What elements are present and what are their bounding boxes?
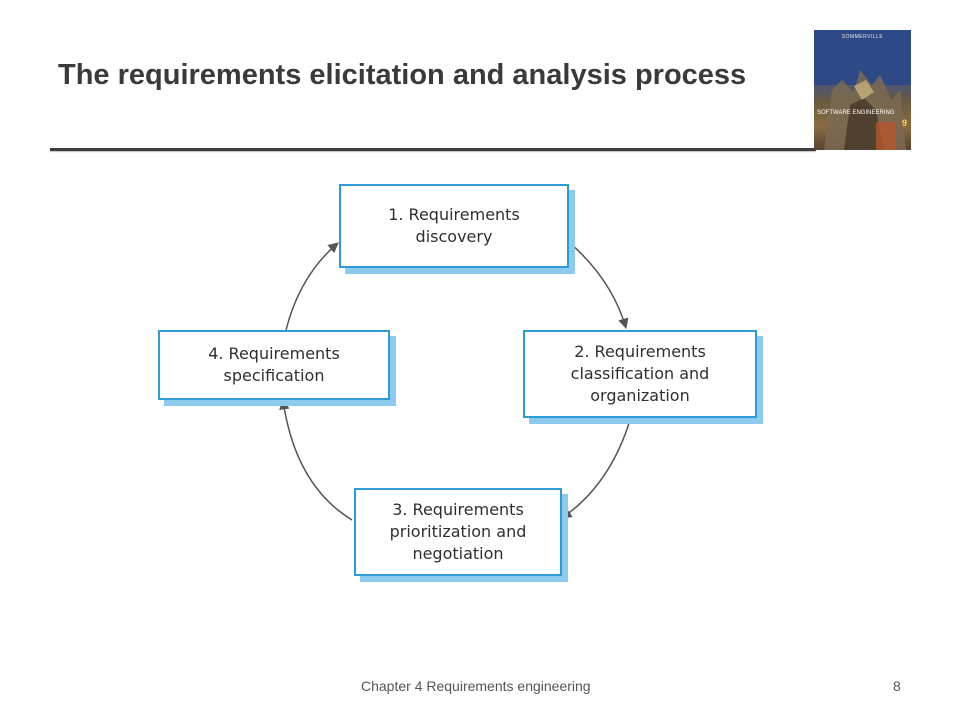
step-label: 2. Requirements classification and organ… [570, 342, 710, 405]
step-label: 1. Requirements discovery [388, 205, 520, 246]
arrow-specification-to-discovery [285, 242, 339, 331]
step-box-discovery: 1. Requirements discovery [339, 184, 569, 268]
step-label: 3. Requirements prioritization and negot… [389, 500, 527, 563]
cover-title: SOFTWARE ENGINEERING [817, 110, 895, 116]
cover-author: SOMMERVILLE [841, 34, 884, 40]
cover-artwork [814, 30, 911, 150]
slide-title: The requirements elicitation and analysi… [58, 59, 747, 91]
book-cover-image: SOMMERVILLE SOFTWARE ENGINEERING 9 [814, 30, 911, 150]
footer-chapter: Chapter 4 Requirements engineering [361, 678, 591, 694]
page-number: 8 [893, 678, 901, 694]
step-box-specification: 4. Requirements specification [158, 330, 390, 400]
step-box-classification: 2. Requirements classification and organ… [523, 330, 757, 418]
step-box-prioritization: 3. Requirements prioritization and negot… [354, 488, 562, 576]
arrow-classification-to-prioritization [561, 419, 631, 519]
cover-edition: 9 [902, 118, 908, 128]
arrow-discovery-to-classification [569, 242, 629, 330]
arrow-prioritization-to-specification [279, 398, 353, 521]
title-divider [50, 148, 816, 151]
step-label: 4. Requirements specification [208, 344, 340, 385]
